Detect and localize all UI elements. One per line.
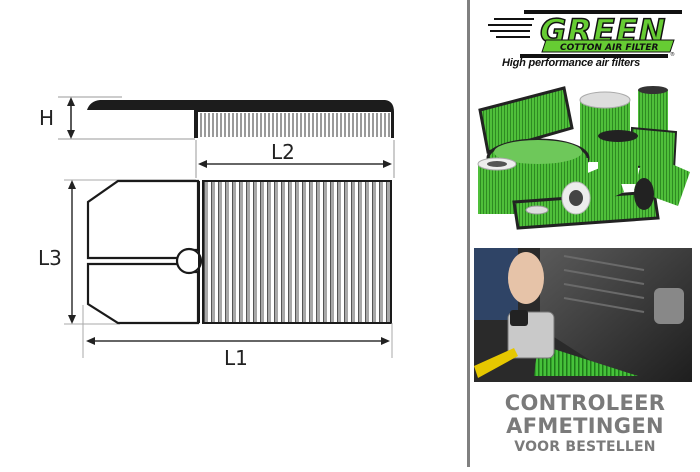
brand-tagline: High performance air filters [502, 57, 641, 69]
notice-line-2: AFMETINGEN [506, 414, 664, 438]
label-length1: L1 [224, 346, 248, 370]
engine-measurement-image [474, 248, 692, 382]
side-view [58, 96, 395, 178]
top-view [64, 179, 393, 358]
filter-dimension-diagram: H L2 L3 L1 [38, 96, 395, 370]
label-length3: L3 [38, 246, 62, 270]
diagram-drawing [58, 96, 395, 358]
label-length2: L2 [271, 140, 295, 164]
svg-text:®: ® [670, 51, 675, 58]
vertical-divider [467, 0, 470, 467]
svg-text:COTTON AIR FILTER: COTTON AIR FILTER [560, 43, 658, 53]
notice-line-1: CONTROLEER [504, 391, 666, 415]
green-logo: GREEN COTTON AIR FILTER ® [488, 10, 682, 58]
notice-line-3: VOOR BESTELLEN [514, 439, 656, 455]
engine-photo-drawing [474, 248, 692, 382]
check-dimensions-notice: CONTROLEER AFMETINGEN VOOR BESTELLEN [470, 392, 700, 456]
brand-panel: GREEN COTTON AIR FILTER ® High performan… [470, 0, 700, 467]
products-image [477, 86, 690, 230]
label-height: H [39, 106, 55, 130]
